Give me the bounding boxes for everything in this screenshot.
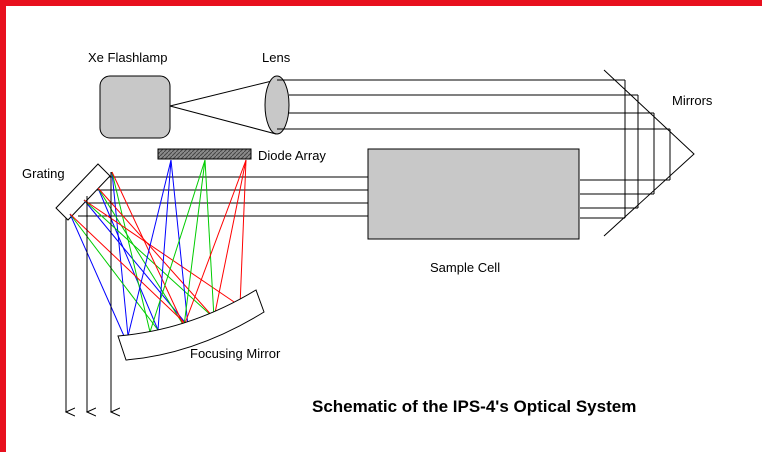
diode-array (157, 148, 252, 160)
lamp-to-lens-rays (169, 79, 277, 135)
xe-flashlamp-label: Xe Flashlamp (88, 50, 167, 65)
focusing-mirror (117, 289, 265, 361)
mirrors (603, 69, 695, 237)
mirrors-label: Mirrors (672, 93, 713, 108)
mirror-to-diode-rays-red (183, 159, 247, 327)
grating-to-mirror-rays-green (69, 171, 215, 333)
focusing-mirror-label: Focusing Mirror (190, 346, 281, 361)
sample-cell (367, 148, 580, 240)
return-beam (78, 176, 670, 219)
lens (264, 75, 290, 135)
diode-array-label: Diode Array (258, 148, 326, 163)
mirror-to-diode-rays-green (149, 159, 215, 333)
output-rays (66, 172, 111, 412)
grating-to-mirror-rays-red (69, 171, 241, 327)
lens-to-mirror-rays (277, 79, 670, 130)
diagram-caption: Schematic of the IPS-4's Optical System (312, 397, 636, 416)
xe-flashlamp-box (99, 75, 171, 139)
grating-label: Grating (22, 166, 65, 181)
grating (55, 163, 111, 221)
sample-cell-label: Sample Cell (430, 260, 500, 275)
lens-label: Lens (262, 50, 291, 65)
